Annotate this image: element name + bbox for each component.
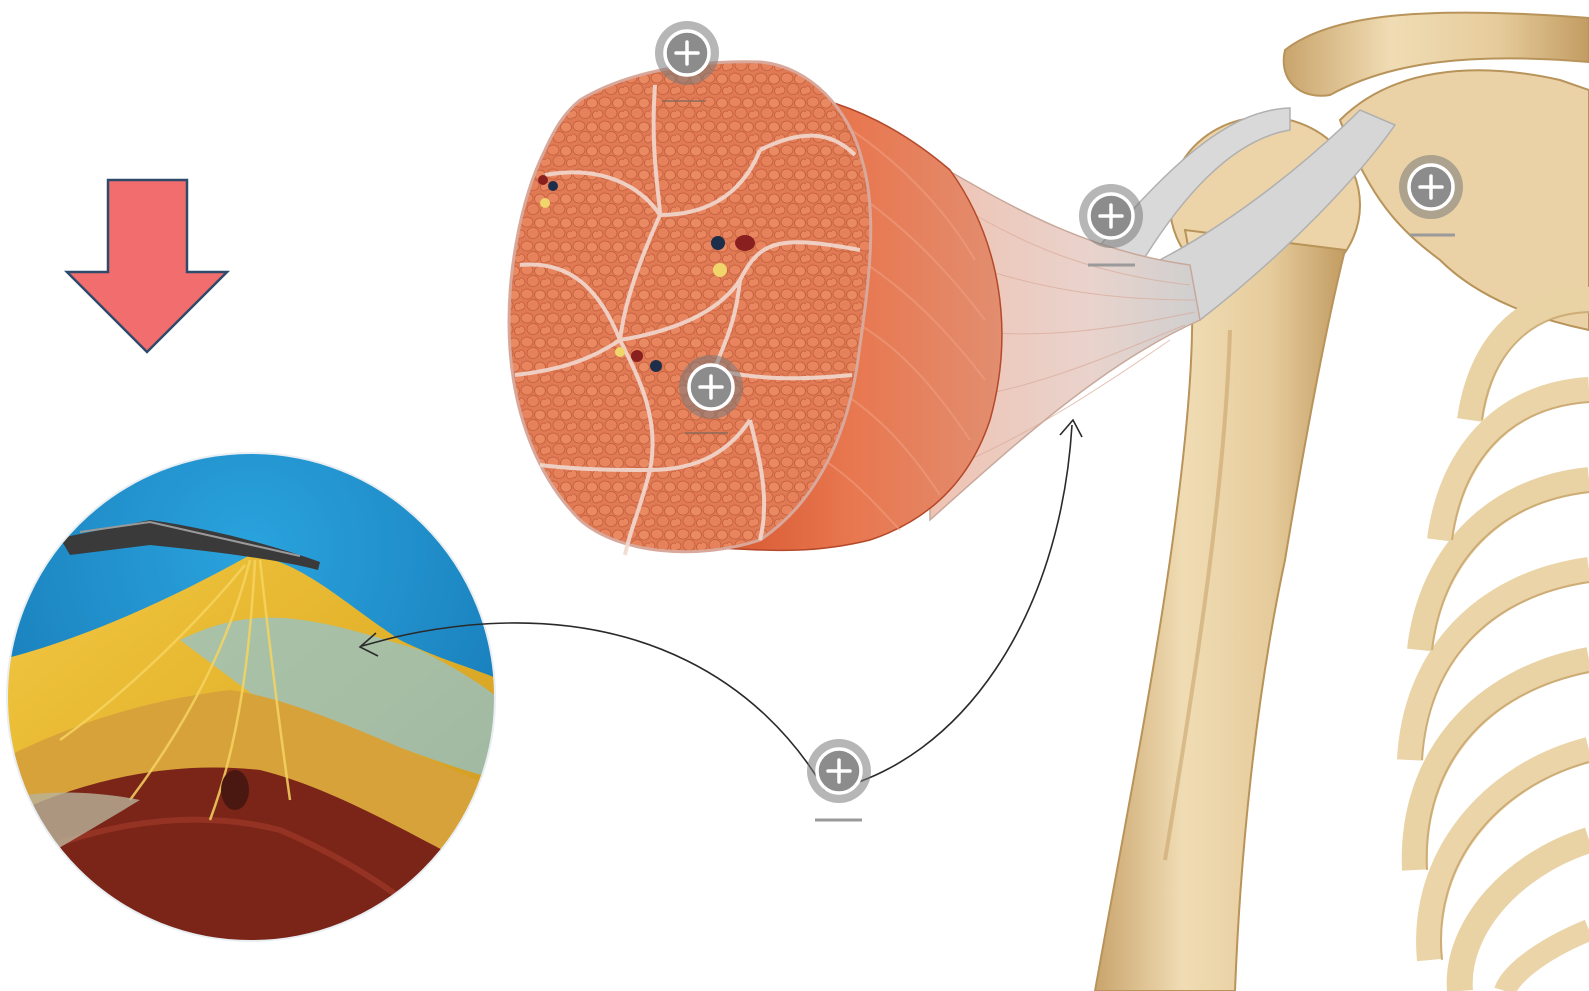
hotspot-3[interactable] xyxy=(1079,184,1143,248)
hotspot-2[interactable] xyxy=(679,355,743,419)
hotspot-4[interactable] xyxy=(1399,155,1463,219)
hotspot-5[interactable] xyxy=(807,739,871,803)
down-arrow-icon xyxy=(67,180,227,352)
hotspot-1[interactable] xyxy=(655,21,719,85)
muscle-illustration xyxy=(509,62,1200,555)
